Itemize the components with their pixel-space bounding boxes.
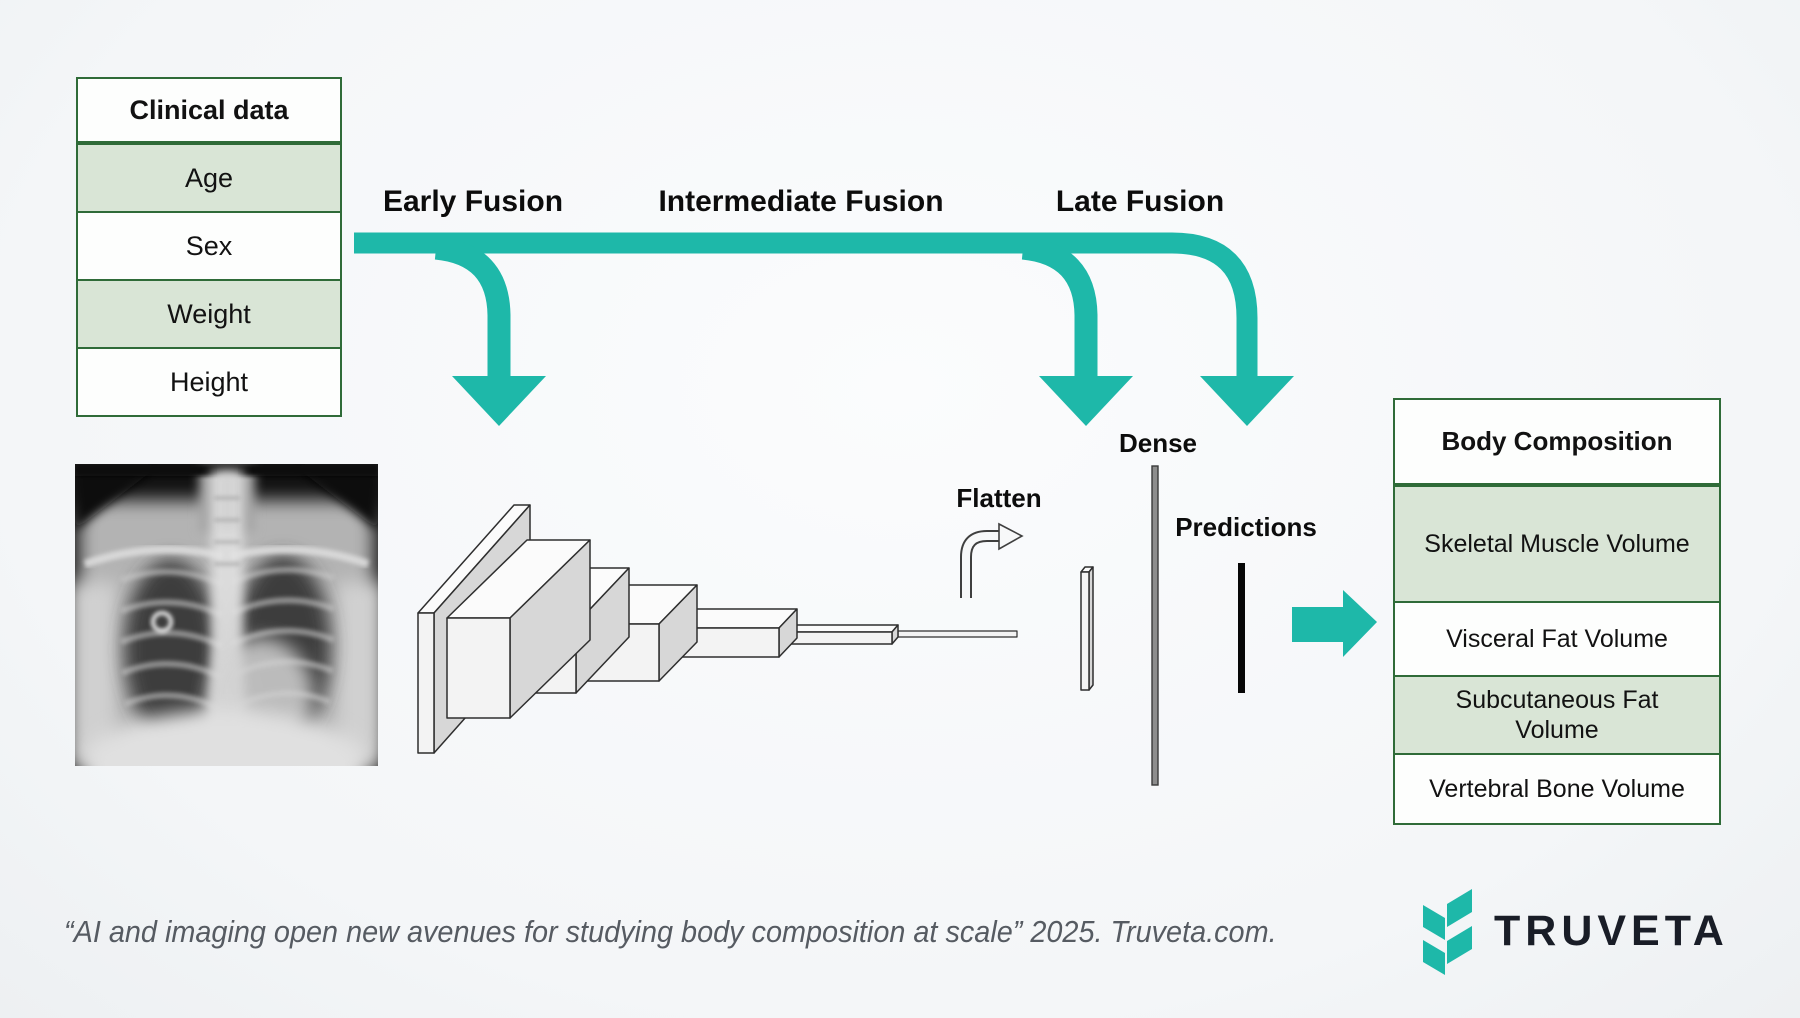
early-fusion-down-arrow-icon (452, 376, 546, 426)
body-row-vertebral-bone-volume: Vertebral Bone Volume (1395, 753, 1719, 823)
flatten-label: Flatten (956, 483, 1042, 513)
clinical-row-height: Height (78, 347, 340, 415)
clinical-row-sex: Sex (78, 211, 340, 279)
truveta-logo: TRUVETA (1421, 882, 1729, 980)
predictions-label: Predictions (1175, 512, 1317, 542)
body-table-title: Body Composition (1395, 400, 1719, 487)
chest-xray-image (75, 464, 378, 766)
flatten-vector-bar (1080, 566, 1094, 691)
clinical-data-table: Clinical data Age Sex Weight Height (76, 77, 342, 417)
body-row-skeletal-muscle-volume: Skeletal Muscle Volume (1395, 487, 1719, 601)
truveta-wordmark: TRUVETA (1494, 906, 1729, 955)
body-row-visceral-fat-volume: Visceral Fat Volume (1395, 601, 1719, 675)
predictions-layer-bar (1238, 563, 1245, 693)
body-composition-table: Body Composition Skeletal Muscle Volume … (1393, 398, 1721, 825)
intermediate-fusion-label: Intermediate Fusion (658, 185, 944, 218)
dense-layer-bar (1151, 465, 1159, 786)
clinical-row-age: Age (78, 145, 340, 211)
clinical-row-weight: Weight (78, 279, 340, 347)
output-right-arrow-icon (1292, 590, 1377, 657)
body-row-subcutaneous-fat-volume: Subcutaneous Fat Volume (1395, 675, 1719, 753)
fusion-flow-bar (354, 232, 1258, 378)
dense-label: Dense (1118, 428, 1198, 458)
late-fusion-down-arrow-icon (1200, 376, 1294, 426)
flatten-arrow-icon (960, 522, 1024, 598)
late-fusion-label: Late Fusion (1055, 185, 1225, 218)
citation-text: “AI and imaging open new avenues for stu… (64, 914, 1277, 949)
intermediate-fusion-down-arrow-icon (1039, 376, 1133, 426)
clinical-table-title: Clinical data (78, 79, 340, 145)
early-fusion-label: Early Fusion (382, 185, 564, 218)
truveta-leaf-mark-icon (1423, 889, 1472, 975)
cnn-architecture (417, 504, 1018, 754)
